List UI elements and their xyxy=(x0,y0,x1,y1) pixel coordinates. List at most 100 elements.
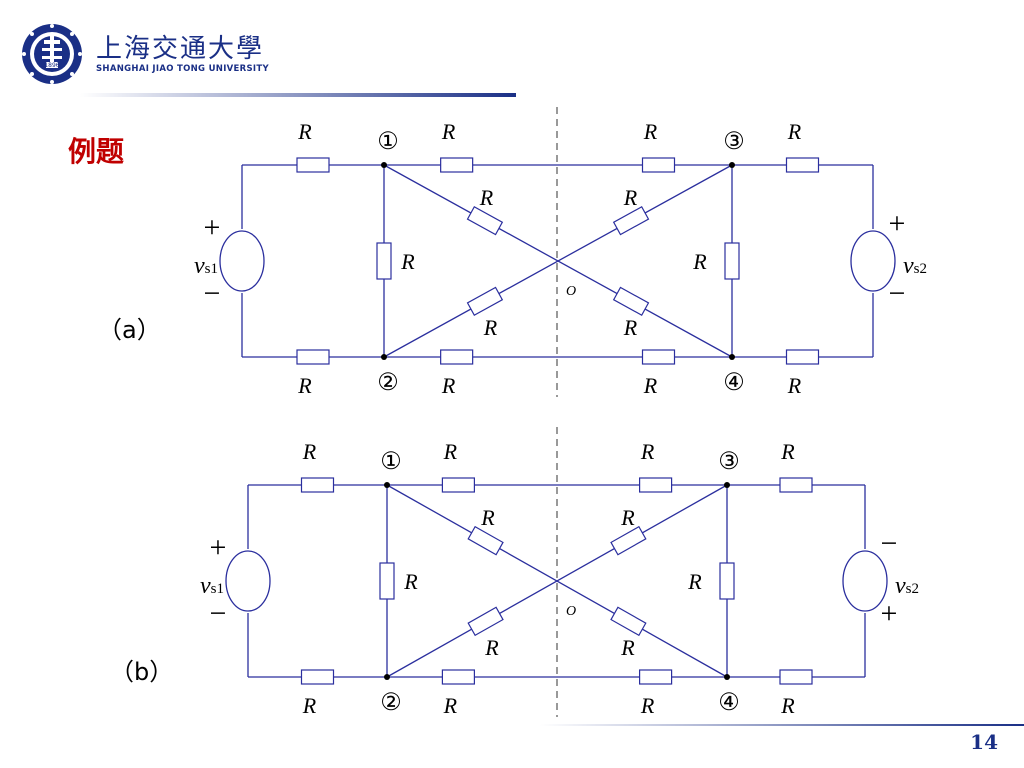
node-4-label: ④ xyxy=(718,690,740,716)
resistor xyxy=(641,349,676,365)
voltage-source-1 xyxy=(219,230,265,292)
resistor xyxy=(610,606,647,637)
resistor xyxy=(467,606,504,637)
vs1-minus-sign: − xyxy=(210,597,227,630)
resistor xyxy=(785,349,820,365)
vs1-label: vs1 xyxy=(194,253,218,279)
resistor-label: R xyxy=(640,693,655,718)
resistor-label: R xyxy=(692,249,707,274)
node-4-label: ④ xyxy=(723,370,745,396)
node-dot xyxy=(729,162,735,168)
resistor xyxy=(441,477,475,493)
resistor xyxy=(719,562,735,600)
center-point-label: O xyxy=(566,284,576,299)
voltage-source-1 xyxy=(225,550,271,612)
node-dot xyxy=(384,482,390,488)
center-point-label: O xyxy=(566,604,576,619)
resistor xyxy=(467,525,504,556)
resistor-label: R xyxy=(623,185,638,210)
logo-chinese-name: 上海交通大學 xyxy=(96,34,265,64)
resistor xyxy=(376,242,392,280)
resistor xyxy=(296,157,330,173)
resistor-label: R xyxy=(297,119,312,144)
resistor-label: R xyxy=(443,693,458,718)
page-number: 14 xyxy=(970,730,998,754)
resistor xyxy=(296,349,330,365)
resistor-label: R xyxy=(480,505,495,530)
vs1-minus-sign: − xyxy=(204,277,221,310)
resistor xyxy=(610,525,647,556)
resistor xyxy=(440,349,474,365)
vs2-top-sign: + xyxy=(889,207,906,240)
node-dot xyxy=(384,674,390,680)
node-2-label: ② xyxy=(377,370,399,396)
resistor-label: R xyxy=(640,439,655,464)
resistor-label: R xyxy=(441,373,456,398)
resistor xyxy=(441,669,475,685)
resistor-label: R xyxy=(780,439,795,464)
node-dot xyxy=(729,354,735,360)
resistor xyxy=(466,206,504,236)
resistor-label: R xyxy=(780,693,795,718)
header-divider xyxy=(80,93,516,97)
resistor xyxy=(379,562,395,600)
vs2-bottom-sign: − xyxy=(889,277,906,310)
slide-title: 例题 xyxy=(68,135,125,168)
logo-english-name: SHANGHAI JIAO TONG UNIVERSITY xyxy=(96,64,269,74)
resistor-label: R xyxy=(620,635,635,660)
resistor xyxy=(638,477,673,493)
resistor xyxy=(612,206,650,236)
vs1-plus-sign: + xyxy=(204,211,221,244)
vs2-bottom-sign: + xyxy=(881,597,898,630)
node-3-label: ③ xyxy=(718,449,740,475)
resistor-label: R xyxy=(403,569,418,594)
resistor-label: R xyxy=(483,315,498,340)
node-2-label: ② xyxy=(380,690,402,716)
university-logo: 1896 上海交通大學 SHANGHAI JIAO TONG UNIVERSIT… xyxy=(20,22,320,86)
resistor-label: R xyxy=(787,119,802,144)
resistor-label: R xyxy=(787,373,802,398)
resistor xyxy=(612,286,650,316)
vs1-label: vs1 xyxy=(200,573,224,599)
wire xyxy=(383,164,733,358)
resistor xyxy=(724,242,740,280)
resistor xyxy=(466,286,504,316)
resistor-label: R xyxy=(484,635,499,660)
resistor-label: R xyxy=(620,505,635,530)
resistor xyxy=(785,157,820,173)
resistor xyxy=(641,157,676,173)
resistor-label: R xyxy=(400,249,415,274)
resistor-label: R xyxy=(479,185,494,210)
voltage-source-2 xyxy=(842,550,888,612)
vs1-subscript: s1 xyxy=(211,581,224,597)
vs1-subscript: s1 xyxy=(205,261,218,277)
resistor-label: R xyxy=(687,569,702,594)
node-dot xyxy=(724,674,730,680)
vs2-top-sign: − xyxy=(881,527,898,560)
vs2-subscript: s2 xyxy=(914,261,927,277)
node-1-label: ① xyxy=(380,449,402,475)
resistor xyxy=(779,669,813,685)
resistor xyxy=(300,669,335,685)
resistor-label: R xyxy=(643,119,658,144)
vs2-label: vs2 xyxy=(895,573,919,599)
resistor xyxy=(300,477,335,493)
node-dot xyxy=(381,354,387,360)
resistor-label: R xyxy=(441,119,456,144)
node-dot xyxy=(724,482,730,488)
resistor-label: R xyxy=(623,315,638,340)
resistor-label: R xyxy=(443,439,458,464)
resistor-label: R xyxy=(302,693,317,718)
circuit-a-label: （a） xyxy=(98,316,161,344)
vs1-plus-sign: + xyxy=(210,531,227,564)
resistor xyxy=(779,477,813,493)
wire xyxy=(386,484,728,678)
vs2-subscript: s2 xyxy=(906,581,919,597)
node-3-label: ③ xyxy=(723,129,745,155)
svg-text:1896: 1896 xyxy=(44,62,59,69)
resistor xyxy=(638,669,673,685)
vs2-label: vs2 xyxy=(903,253,927,279)
